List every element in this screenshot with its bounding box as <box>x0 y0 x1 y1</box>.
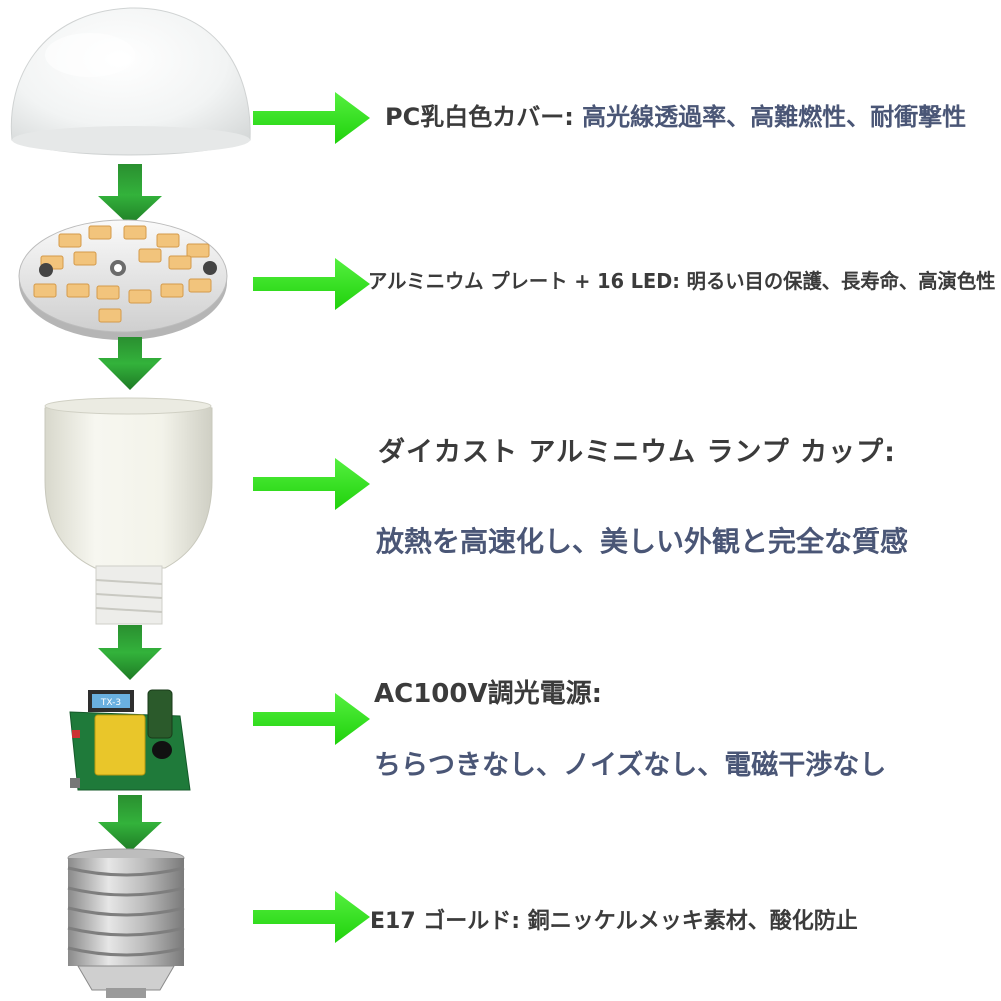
led-chip <box>128 289 152 304</box>
pointer-arrow-lamp-cup <box>253 458 370 510</box>
led-chip <box>98 308 122 323</box>
led-chip <box>73 251 97 266</box>
led-chip <box>168 255 192 270</box>
cover-label: PC乳白色カバー: 高光線透過率、高難燃性、耐衝撃性 <box>385 97 966 132</box>
cover-dome <box>10 7 251 156</box>
power-supply-label-detail: ちらつきなし、ノイズなし、電磁干渉なし <box>374 750 887 781</box>
pointer-arrow-cover <box>253 92 370 144</box>
pointer-arrow-led-plate <box>253 258 370 310</box>
led-chip <box>88 225 112 240</box>
lamp-cup-label-title: ダイカスト アルミニウム ランプ カップ: <box>378 437 896 468</box>
board-marking: TX-3 <box>100 698 121 708</box>
down-arrow-3 <box>98 625 162 680</box>
pointer-arrow-power-supply <box>253 693 370 745</box>
power-supply-label-title: AC100V調光電源: <box>374 679 602 709</box>
lamp-cup-label-detail: 放熱を高速化し、美しい外観と完全な質感 <box>376 525 909 558</box>
down-arrow-4 <box>98 795 162 852</box>
cover-label-detail: 高光線透過率、高難燃性、耐衝撃性 <box>582 103 967 131</box>
led-chip <box>160 283 184 298</box>
down-arrow-1 <box>98 164 162 226</box>
pointer-arrow-base <box>253 891 370 943</box>
screw-thread <box>67 866 185 877</box>
screw-thread <box>67 906 185 917</box>
led-chip <box>156 233 180 248</box>
led-chip <box>138 248 162 263</box>
led-chip <box>188 278 212 293</box>
screw-thread <box>67 946 185 957</box>
led-chip <box>186 243 210 258</box>
base-label: E17 ゴールド: 銅ニッケルメッキ素材、酸化防止 <box>370 909 858 934</box>
cover-label-prefix: PC乳白色カバー: <box>385 103 574 131</box>
lamp-cup-image <box>44 397 213 625</box>
power-supply-image: TX-3 <box>69 689 191 791</box>
led-chip <box>33 283 57 298</box>
led-plate-label: アルミニウム プレート + 16 LED: 明るい目の保護、長寿命、高演色性 <box>368 269 996 293</box>
led-chip <box>123 225 147 240</box>
screw-thread <box>67 886 185 897</box>
e17-base-image <box>67 848 185 998</box>
led-chip <box>66 283 90 298</box>
led-chip <box>58 233 82 248</box>
led-plate-image <box>18 219 228 340</box>
led-chip <box>96 285 120 300</box>
down-arrow-2 <box>98 337 162 390</box>
screw-thread <box>67 926 185 937</box>
